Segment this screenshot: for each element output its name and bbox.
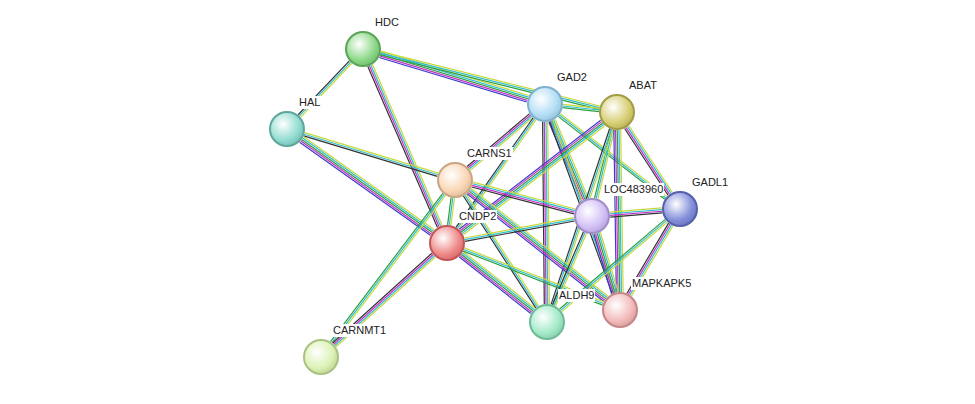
node-label: HAL [298,96,321,109]
protein-node: GAD2 [527,86,563,122]
interaction-edge [448,198,455,226]
edge-strand [333,195,445,343]
edge-strand [594,234,612,293]
edge-strand [610,213,662,217]
edge-strand [465,221,575,241]
edge-strand [463,251,602,305]
node-label: ALDH9 [558,289,595,302]
edge-strand [369,66,439,227]
edge-strand [464,250,603,304]
edge-strand [332,194,444,342]
node-label: MAPKAPK5 [631,277,692,290]
interaction-edge [380,52,600,110]
edge-strand [302,139,433,232]
interaction-edge [298,61,352,117]
edge-strand [381,52,600,106]
node-label: LOC483960 [603,183,664,196]
node-label: HDC [374,16,400,29]
edge-strand [379,57,527,102]
edge-strand [597,233,615,292]
interaction-edge [551,129,613,306]
edge-strand [448,198,451,225]
interaction-edge [610,208,663,217]
node-label: CNDP2 [458,210,497,223]
protein-node: HDC [345,31,381,67]
protein-node: CARNMT1 [303,339,339,375]
edge-strand [300,142,431,235]
edge-strand [301,63,352,117]
interaction-edge [463,248,604,305]
node-label: GADL1 [691,176,729,189]
node-label: CARNS1 [466,147,513,160]
edge-strand [304,137,435,230]
interaction-edge [467,114,533,171]
interaction-edge [333,253,436,347]
edge-strand [469,116,531,169]
edge-strand [304,136,438,177]
interaction-edge [304,133,439,177]
edge-strand [380,53,599,107]
edge-strand [463,251,535,308]
protein-node: GADL1 [662,191,698,227]
edge-strand [473,182,575,209]
protein-node: CARNS1 [437,162,473,198]
protein-node: HAL [269,111,305,147]
edge-strand [459,257,531,314]
edge-strand [298,61,349,115]
edge-strand [543,122,545,304]
edge-strand [380,56,528,101]
interaction-edge [563,104,600,111]
protein-node: LOC483960 [574,198,610,234]
edge-strand [333,253,432,343]
edge-strand [596,234,614,293]
edge-strand [301,141,432,234]
node-label: CARNMT1 [332,324,387,337]
edge-strand [371,65,441,226]
protein-node: MAPKAPK5 [602,292,638,328]
protein-node: ABAT [599,94,635,130]
protein-node: ALDH9 [529,304,565,340]
edge-strand [464,248,603,302]
interaction-edge [300,137,435,236]
edge-strand [305,133,439,174]
edge-strand [563,108,599,112]
edge-strand [304,134,438,175]
interaction-edge [331,193,446,343]
interaction-edge [368,65,442,228]
edge-strand [368,67,438,228]
edge-strand [380,55,599,109]
edge-strand [331,193,443,341]
edge-strand [303,138,434,231]
interaction-edge [543,122,550,304]
protein-node: CNDP2 [429,225,465,261]
node-label: GAD2 [556,71,588,84]
node-label: ABAT [628,79,658,92]
